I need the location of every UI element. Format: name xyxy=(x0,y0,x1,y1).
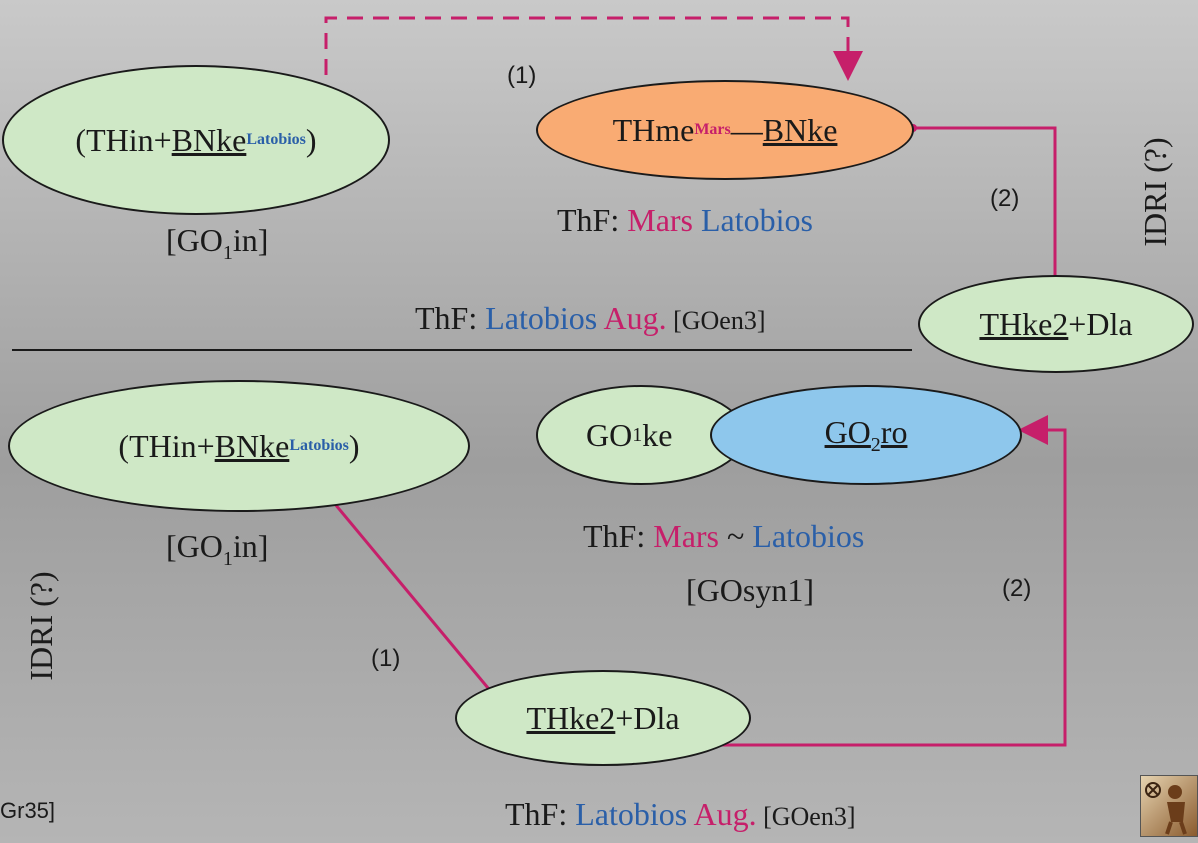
aug-text: Aug. xyxy=(597,300,667,336)
mars-text: Mars xyxy=(653,518,719,554)
top-right-ellipse: THke2+Dla xyxy=(918,275,1194,373)
caption-pre: [GO xyxy=(166,222,223,258)
latobios-text: Latobios xyxy=(485,300,598,336)
dash-text: — xyxy=(730,111,763,148)
go2-post: ro xyxy=(880,413,908,450)
dla-text: +Dla xyxy=(1068,305,1133,342)
thke2-text: THke2 xyxy=(526,699,616,736)
thf-label: ThF: xyxy=(415,300,486,336)
bnke-text: BNke xyxy=(762,111,838,148)
corner-thumbnail-image xyxy=(1140,775,1198,837)
thme-text: THme xyxy=(612,111,695,148)
close-text: ) xyxy=(348,427,360,464)
code-text: [GOen3] xyxy=(666,306,766,335)
top-label-1: (1) xyxy=(507,62,537,89)
open-text: (THin+ xyxy=(118,427,215,464)
top-footer-caption: ThF: Latobios Aug. [GOen3] xyxy=(415,300,765,337)
top-label-2: (2) xyxy=(990,185,1020,212)
dashed-arrow-1 xyxy=(324,16,863,81)
thke2-text: THke2 xyxy=(979,305,1069,342)
bottom-label-2: (2) xyxy=(1002,575,1032,602)
bnke-text: BNke xyxy=(171,121,247,158)
thf-label: ThF: xyxy=(557,202,628,238)
top-left-caption: [GO1in] xyxy=(166,222,268,265)
latobios-text: Latobios xyxy=(693,202,813,238)
close-text: ) xyxy=(305,121,317,158)
open-text: (THin+ xyxy=(75,121,172,158)
go1-pre: GO xyxy=(586,416,633,453)
top-center-caption: ThF: Mars Latobios xyxy=(557,202,813,239)
bottom-footer-caption: ThF: Latobios Aug. [GOen3] xyxy=(505,796,855,833)
thf-label: ThF: xyxy=(505,796,576,832)
bottom-thke-ellipse: THke2+Dla xyxy=(455,670,751,766)
caption-pre: [GO xyxy=(166,528,223,564)
latobios-text: Latobios xyxy=(752,518,865,554)
arrow-2-top xyxy=(913,126,1057,285)
bottom-label-1: (1) xyxy=(371,645,401,672)
go1-sub: 1 xyxy=(632,423,643,446)
bottom-left-caption: [GO1in] xyxy=(166,528,268,571)
code-text: [GOen3] xyxy=(756,802,856,831)
go2-pre: GO xyxy=(824,413,871,450)
latobios-sup: Latobios xyxy=(246,131,306,148)
bottom-center-code: [GOsyn1] xyxy=(686,572,814,608)
caption-sub: 1 xyxy=(222,242,233,264)
bnke-text: BNke xyxy=(214,427,290,464)
go1-post: ke xyxy=(642,416,673,453)
aug-text: Aug. xyxy=(687,796,757,832)
caption-post: in] xyxy=(232,222,269,258)
bottom-idri-label: IDRI (?) xyxy=(23,571,59,681)
latobios-sup: Latobios xyxy=(289,437,349,454)
tilde-text: ~ xyxy=(719,518,753,554)
go2-ellipse: GO2ro xyxy=(710,385,1022,485)
mars-text: Mars xyxy=(627,202,693,238)
caption-post: in] xyxy=(232,528,269,564)
caption-sub: 1 xyxy=(222,548,233,570)
dla-text: +Dla xyxy=(615,699,680,736)
bottom-center-caption: ThF: Mars ~ Latobios xyxy=(583,518,864,555)
thf-label: ThF: xyxy=(583,518,654,554)
mars-sup: Mars xyxy=(694,121,731,138)
go2-sub: 2 xyxy=(870,433,881,456)
arrow-2-bottom xyxy=(592,415,1067,747)
corner-ref: Gr35] xyxy=(0,798,56,823)
top-idri-label: IDRI (?) xyxy=(1137,137,1173,247)
latobios-text: Latobios xyxy=(575,796,688,832)
